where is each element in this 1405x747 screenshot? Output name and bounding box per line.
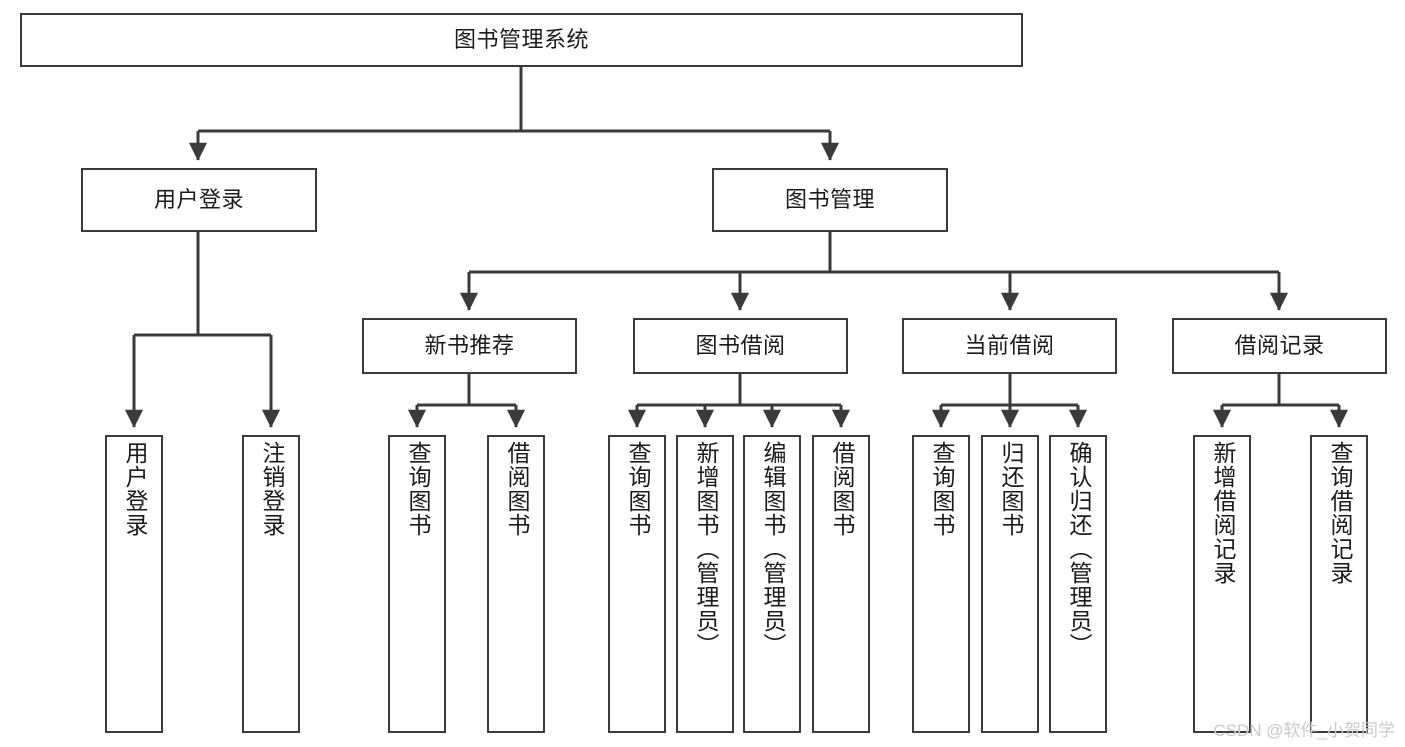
leaf-current-return-book[interactable]: 归还图书 xyxy=(981,435,1039,733)
node-root[interactable]: 图书管理系统 xyxy=(20,13,1023,67)
leaf-record-add-record[interactable]: 新增借阅记录 xyxy=(1193,435,1251,733)
node-current-borrow-label: 当前借阅 xyxy=(964,333,1055,359)
leaf-record-query-record-label: 查询借阅记录 xyxy=(1326,441,1353,585)
leaf-borrow-query-book[interactable]: 查询图书 xyxy=(608,435,666,733)
leaf-user-login-logout-label: 注销登录 xyxy=(258,441,285,537)
leaf-current-query-book[interactable]: 查询图书 xyxy=(912,435,970,733)
node-user-login-label: 用户登录 xyxy=(153,187,244,213)
leaf-borrow-query-book-label: 查询图书 xyxy=(624,441,651,537)
node-current-borrow[interactable]: 当前借阅 xyxy=(902,318,1117,374)
leaf-recommend-query-book[interactable]: 查询图书 xyxy=(388,435,446,733)
leaf-record-query-record[interactable]: 查询借阅记录 xyxy=(1310,435,1368,733)
node-new-book-recommend[interactable]: 新书推荐 xyxy=(362,318,577,374)
leaf-recommend-borrow-book-label: 借阅图书 xyxy=(503,441,530,537)
node-book-management[interactable]: 图书管理 xyxy=(712,168,948,232)
node-user-login[interactable]: 用户登录 xyxy=(81,168,317,232)
csdn-watermark: CSDN @软件_小贺同学 xyxy=(1213,721,1395,740)
node-book-management-label: 图书管理 xyxy=(784,187,875,213)
node-borrow-record-label: 借阅记录 xyxy=(1234,333,1325,359)
node-root-label: 图书管理系统 xyxy=(453,27,589,53)
leaf-record-add-record-label: 新增借阅记录 xyxy=(1209,441,1236,585)
leaf-borrow-borrow-book[interactable]: 借阅图书 xyxy=(812,435,870,733)
leaf-borrow-edit-book-label: 编辑图书（管理员） xyxy=(759,441,786,657)
leaf-borrow-add-book[interactable]: 新增图书（管理员） xyxy=(676,435,734,733)
leaf-recommend-query-book-label: 查询图书 xyxy=(404,441,431,537)
leaf-borrow-borrow-book-label: 借阅图书 xyxy=(828,441,855,537)
leaf-borrow-edit-book[interactable]: 编辑图书（管理员） xyxy=(743,435,801,733)
leaf-recommend-borrow-book[interactable]: 借阅图书 xyxy=(487,435,545,733)
node-book-borrow[interactable]: 图书借阅 xyxy=(633,318,848,374)
node-new-book-recommend-label: 新书推荐 xyxy=(424,333,515,359)
leaf-user-login-login[interactable]: 用户登录 xyxy=(105,435,163,733)
leaf-current-confirm-return-label: 确认归还（管理员） xyxy=(1065,441,1092,657)
node-borrow-record[interactable]: 借阅记录 xyxy=(1172,318,1387,374)
leaf-user-login-login-label: 用户登录 xyxy=(121,441,148,537)
leaf-borrow-add-book-label: 新增图书（管理员） xyxy=(692,441,719,657)
leaf-user-login-logout[interactable]: 注销登录 xyxy=(242,435,300,733)
node-book-borrow-label: 图书借阅 xyxy=(695,333,786,359)
leaf-current-confirm-return[interactable]: 确认归还（管理员） xyxy=(1049,435,1107,733)
leaf-current-query-book-label: 查询图书 xyxy=(928,441,955,537)
leaf-current-return-book-label: 归还图书 xyxy=(997,441,1024,537)
